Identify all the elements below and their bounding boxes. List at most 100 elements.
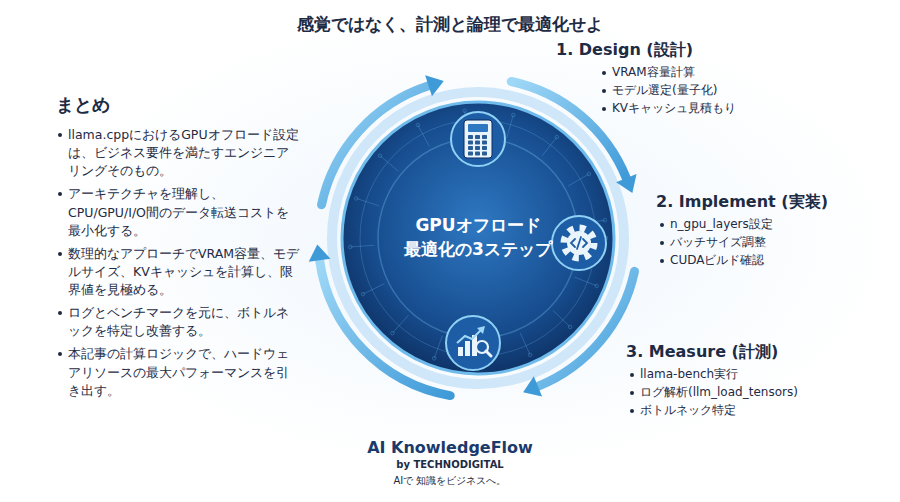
step-item: KVキャッシュ見積もり bbox=[612, 100, 832, 117]
summary-bullet: ログとベンチマークを元に、ボトルネックを特定し改善する。 bbox=[68, 304, 300, 340]
brand-tagline: AIで 知識をビジネスへ。 bbox=[300, 474, 600, 489]
brand-name: AI KnowledgeFlow bbox=[300, 436, 600, 459]
hub-circle bbox=[391, 331, 395, 335]
hub-circle bbox=[468, 135, 473, 139]
hub-circle bbox=[528, 353, 532, 357]
cycle-arrow bbox=[309, 75, 637, 396]
bullet-dot bbox=[58, 252, 62, 256]
hub-circle bbox=[416, 123, 420, 127]
bullet-dot bbox=[660, 241, 664, 245]
hub-circle bbox=[342, 102, 614, 374]
step-item: バッチサイズ調整 bbox=[670, 234, 890, 251]
hub-circle bbox=[451, 112, 505, 166]
step-heading: 1. Design (設計) bbox=[556, 38, 816, 61]
arrow-head bbox=[425, 75, 444, 96]
hub-circle bbox=[555, 135, 559, 139]
step-heading: 3. Measure (計測) bbox=[626, 340, 886, 363]
hub-circle bbox=[355, 197, 359, 201]
hub-circle bbox=[482, 135, 487, 139]
bullet-dot bbox=[602, 107, 606, 111]
hub-circle bbox=[465, 341, 470, 356]
step-heading: 2. Implement (実装) bbox=[656, 190, 896, 213]
hub-circle bbox=[512, 113, 516, 117]
page-title: 感覚ではなく、計測と論理で最適化せよ bbox=[0, 12, 900, 37]
hub-title: GPUオフロード 最適化の3ステップ bbox=[378, 214, 578, 262]
hub-circle bbox=[568, 325, 572, 329]
summary-bullet: アーキテクチャを理解し、CPU/GPU/I/O間のデータ転送コストを最小化する。 bbox=[68, 185, 300, 239]
hub-circle bbox=[468, 135, 487, 156]
hub-circle bbox=[458, 347, 463, 356]
step-item: VRAM容量計算 bbox=[612, 64, 832, 81]
hub-circle bbox=[468, 146, 473, 150]
step-item: モデル選定(量子化) bbox=[612, 82, 832, 99]
hub-circle bbox=[475, 146, 480, 150]
hub-circle bbox=[356, 198, 379, 206]
bullet-dot bbox=[58, 133, 62, 137]
hub-circle bbox=[446, 316, 500, 370]
hub-circle bbox=[468, 141, 473, 145]
hub-circle bbox=[603, 218, 607, 222]
outer-glow bbox=[332, 92, 624, 384]
bullet-dot bbox=[630, 391, 634, 395]
step-item: ボトルネック特定 bbox=[640, 402, 890, 419]
hub-circle bbox=[361, 292, 365, 296]
hub-circle bbox=[552, 216, 606, 270]
hub-circle bbox=[477, 326, 485, 334]
hub-circle bbox=[595, 284, 599, 288]
hub-circle bbox=[587, 172, 591, 176]
hub-circle bbox=[432, 357, 436, 361]
bullet-dot bbox=[630, 373, 634, 377]
bullet-dot bbox=[58, 352, 62, 356]
bullet-dot bbox=[602, 89, 606, 93]
hub-circle bbox=[468, 152, 473, 156]
hub-circle bbox=[434, 336, 442, 359]
hub-circle bbox=[350, 245, 374, 247]
hub-circle bbox=[378, 154, 382, 158]
brand-sub: by TECHNODIGITAL bbox=[300, 458, 600, 473]
hub-circle bbox=[564, 228, 594, 258]
step-item: CUDAビルド確認 bbox=[670, 252, 890, 269]
chart-icon bbox=[446, 316, 500, 370]
step-item: ログ解析(llm_load_tensors) bbox=[640, 384, 890, 401]
arrow-head bbox=[616, 174, 636, 193]
hub-circle bbox=[567, 231, 591, 255]
bullet-dot bbox=[660, 259, 664, 263]
hub-circle bbox=[464, 120, 492, 158]
hub-circle bbox=[475, 135, 480, 139]
hub-circle bbox=[574, 277, 596, 286]
bullet-dot bbox=[602, 71, 606, 75]
bullet-dot bbox=[630, 409, 634, 413]
hub-circle bbox=[520, 333, 530, 355]
hub-circle bbox=[468, 124, 488, 132]
hub-circle bbox=[475, 141, 480, 145]
hub-circle bbox=[392, 315, 408, 333]
summary-bullet: 本記事の計算ロジックで、ハードウェアリソースの最大パフォーマンスを引き出す。 bbox=[68, 345, 300, 399]
hub-circle bbox=[482, 152, 487, 156]
hub-circle bbox=[571, 237, 587, 249]
hub-circle bbox=[378, 138, 578, 338]
hub-circle bbox=[507, 115, 514, 138]
step-item: llama-bench実行 bbox=[640, 366, 890, 383]
step-item: n_gpu_layers設定 bbox=[670, 216, 890, 233]
bullet-dot bbox=[58, 311, 62, 315]
hub-circle bbox=[482, 141, 487, 145]
hub-circle bbox=[463, 109, 467, 113]
hub-circle bbox=[475, 152, 480, 156]
bullet-dot bbox=[660, 223, 664, 227]
gear-icon bbox=[552, 216, 606, 270]
hub-node: GPUオフロード 最適化の3ステップ bbox=[333, 93, 623, 383]
hub-circle bbox=[553, 310, 570, 327]
hub-circle bbox=[349, 245, 353, 249]
arrow-head bbox=[523, 376, 542, 396]
hub-circle bbox=[457, 329, 482, 343]
summary-heading: まとめ bbox=[56, 92, 296, 118]
calculator-icon bbox=[451, 112, 505, 166]
summary-bullet: llama.cppにおけるGPUオフロード設定は、ビジネス要件を満たすエンジニア… bbox=[68, 126, 300, 180]
summary-bullet: 数理的なアプローチでVRAM容量、モデルサイズ、KVキャッシュを計算し、限界値を… bbox=[68, 245, 300, 299]
hub-circle bbox=[482, 146, 487, 150]
arrow-head bbox=[309, 244, 331, 261]
circuit-texture bbox=[349, 109, 608, 368]
hub-circle bbox=[486, 351, 491, 356]
bullet-dot bbox=[58, 192, 62, 196]
hub-circle bbox=[333, 93, 623, 383]
